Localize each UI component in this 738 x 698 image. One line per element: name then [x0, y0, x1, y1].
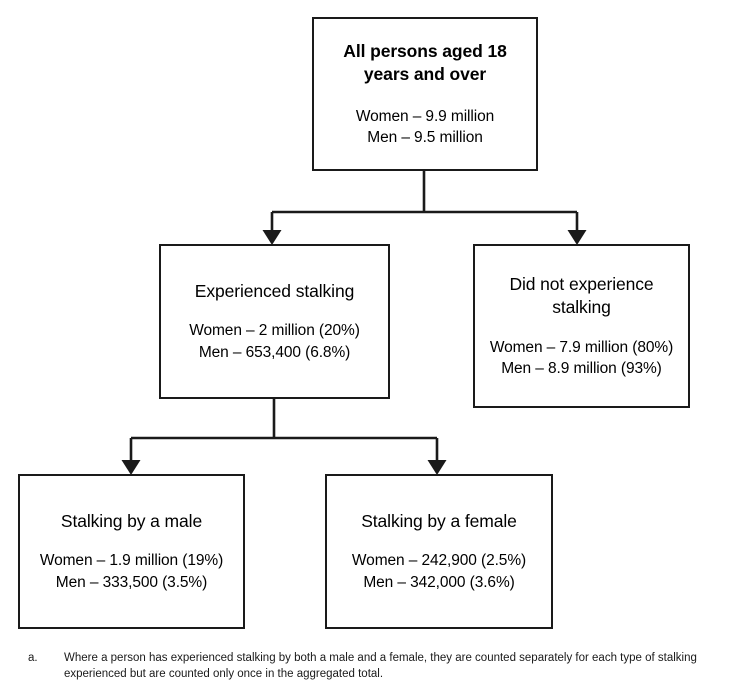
node-stalking-by-a-male: Stalking by a male Women – 1.9 million (…	[18, 474, 245, 629]
node-all-persons: All persons aged 18 years and over Women…	[312, 17, 538, 171]
connector-level-1	[270, 171, 579, 232]
node-all-persons-stats: Women – 9.9 million Men – 9.5 million	[355, 108, 495, 147]
node-did-not-experience-stalking-title: Did not experience stalking	[509, 274, 654, 318]
node-stalking-by-a-female-title: Stalking by a female	[361, 511, 517, 532]
node-stalking-by-a-female-stats: Women – 242,900 (2.5%) Men – 342,000 (3.…	[351, 552, 527, 591]
node-stalking-by-a-female: Stalking by a female Women – 242,900 (2.…	[325, 474, 553, 629]
node-did-not-experience-stalking-stats: Women – 7.9 million (80%) Men – 8.9 mill…	[489, 338, 674, 377]
node-stalking-by-a-male-title: Stalking by a male	[60, 511, 203, 532]
footnote-marker: a.	[28, 652, 38, 664]
footnote: a. Where a person has experienced stalki…	[28, 651, 728, 683]
connector-level-2	[129, 399, 439, 462]
node-did-not-experience-stalking: Did not experience stalking Women – 7.9 …	[473, 244, 690, 408]
arrowhead-to-stalking-by-male	[121, 460, 141, 475]
arrowhead-to-stalking-by-female	[427, 460, 447, 475]
node-all-persons-title: All persons aged 18 years and over	[343, 40, 507, 84]
node-experienced-stalking: Experienced stalking Women – 2 million (…	[159, 244, 390, 399]
footnote-text: Where a person has experienced stalking …	[64, 652, 697, 680]
node-experienced-stalking-stats: Women – 2 million (20%) Men – 653,400 (6…	[189, 322, 360, 361]
arrowhead-to-not-experienced	[567, 230, 587, 245]
node-stalking-by-a-male-stats: Women – 1.9 million (19%) Men – 333,500 …	[39, 552, 224, 591]
arrowhead-to-experienced	[262, 230, 282, 245]
node-experienced-stalking-title: Experienced stalking	[194, 281, 355, 302]
